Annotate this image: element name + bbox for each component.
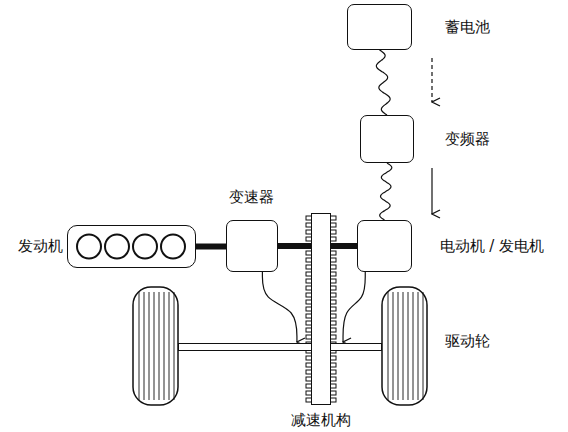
part-label: 驱动轮 <box>445 332 490 350</box>
tread-line <box>398 292 399 400</box>
part-label: 减速机构 <box>291 411 351 429</box>
flow-arrow <box>431 58 432 102</box>
tread-line <box>159 292 160 400</box>
part-label: 蓄电池 <box>445 18 490 36</box>
tread-line <box>413 292 414 400</box>
cylinder <box>77 235 101 259</box>
drive-shaft <box>196 244 226 250</box>
engine-block: 发动机 <box>67 225 196 268</box>
tread-line <box>393 292 394 400</box>
tread-line <box>388 292 389 400</box>
battery-box: 蓄电池 <box>347 4 412 50</box>
cable-line <box>376 50 390 115</box>
tread-line <box>144 292 145 400</box>
motor-generator-box: 电动机 / 发电机 <box>357 220 412 272</box>
power-flow-arrow <box>262 272 297 342</box>
power-flow-arrow <box>343 272 365 342</box>
wheel-tread <box>139 292 174 400</box>
part-label: 电动机 / 发电机 <box>440 237 545 255</box>
drive-axle: 驱动轮 <box>178 343 382 351</box>
tread-line <box>164 292 165 400</box>
tread-line <box>403 292 404 400</box>
tread-line <box>174 292 175 400</box>
wheel-tread <box>388 292 423 400</box>
part-label: 变频器 <box>445 130 490 148</box>
transmission-box: 变速器 <box>226 220 278 272</box>
tread-line <box>169 292 170 400</box>
tread-line <box>408 292 409 400</box>
part-label: 变速器 <box>229 188 274 206</box>
tread-line <box>139 292 140 400</box>
part-label: 发动机 <box>18 237 63 255</box>
reduction-gear: 减速机构 <box>311 213 331 405</box>
inverter-box: 变频器 <box>360 115 414 163</box>
cylinder <box>161 235 185 259</box>
drive-shaft <box>278 243 311 249</box>
right-wheel <box>382 287 427 405</box>
tread-line <box>423 292 424 400</box>
tread-line <box>418 292 419 400</box>
cable-line <box>380 163 392 220</box>
flow-arrow <box>431 168 432 214</box>
drive-shaft <box>331 243 357 249</box>
left-wheel <box>133 287 178 405</box>
tread-line <box>154 292 155 400</box>
cylinder <box>105 235 129 259</box>
cylinder <box>133 235 157 259</box>
engine-cylinders <box>77 235 185 259</box>
tread-line <box>149 292 150 400</box>
